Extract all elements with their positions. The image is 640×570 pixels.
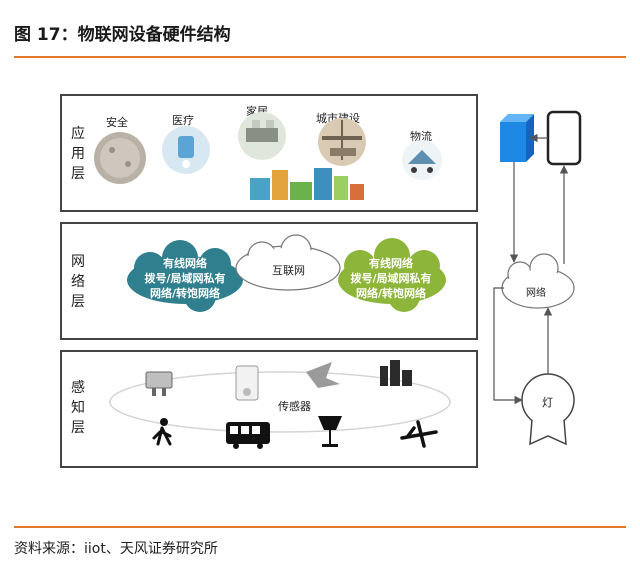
security-icon <box>94 132 146 184</box>
sensor-ring <box>109 371 451 433</box>
right-cloud-line-3: 网络/转饱网络 <box>355 287 427 300</box>
wired-network-cloud-left <box>127 240 243 312</box>
bus-icon <box>226 422 270 449</box>
perception-layer-box <box>60 350 478 468</box>
logistics-icon <box>402 140 442 180</box>
wired-network-cloud-right <box>338 238 446 312</box>
right-cloud-line-1: 有线网络 <box>369 257 413 270</box>
left-cloud-line-2: 拨号/局域网私有 <box>144 272 226 285</box>
airplane-icon <box>400 420 438 448</box>
medical-icon <box>162 126 210 174</box>
walking-person-icon <box>152 418 172 446</box>
internet-label: 互联网 <box>272 264 305 277</box>
top-rule <box>14 56 626 58</box>
network-cloud-right <box>501 253 575 309</box>
smartphone-icon <box>546 110 582 166</box>
home-icon <box>238 112 286 160</box>
left-cloud-line-1: 有线网络 <box>163 257 207 270</box>
figure-source: 资料来源：iiot、天风证券研究所 <box>14 541 218 557</box>
lamp-bulb-icon <box>521 373 575 446</box>
sensor-label: 传感器 <box>278 400 311 413</box>
app-label-logistics: 物流 <box>410 130 432 143</box>
lamp-icon <box>318 416 342 447</box>
left-cloud-line-3: 网络/转饱网络 <box>149 287 221 300</box>
network-layer-label: 网络层 <box>71 254 85 310</box>
server-icon <box>500 114 534 162</box>
bottom-rule <box>14 526 626 528</box>
application-layer-label: 应用层 <box>71 126 85 182</box>
app-label-security: 安全 <box>106 116 128 129</box>
right-network-label: 网络 <box>526 288 546 299</box>
city-construction-icon <box>318 118 366 166</box>
app-label-medical: 医疗 <box>172 114 194 127</box>
perception-layer-label: 感知层 <box>71 380 85 436</box>
city-buildings-icon <box>380 360 412 386</box>
motion-detector-icon <box>235 365 259 401</box>
drone-icon <box>306 362 340 388</box>
sensor-device-icon <box>145 371 173 396</box>
figure-title: 图 17：物联网设备硬件结构 <box>14 25 231 45</box>
internet-cloud <box>235 234 341 291</box>
buildings-icon <box>250 168 364 200</box>
right-lamp-label: 灯 <box>542 396 553 409</box>
right-cloud-line-2: 拨号/局域网私有 <box>350 272 432 285</box>
